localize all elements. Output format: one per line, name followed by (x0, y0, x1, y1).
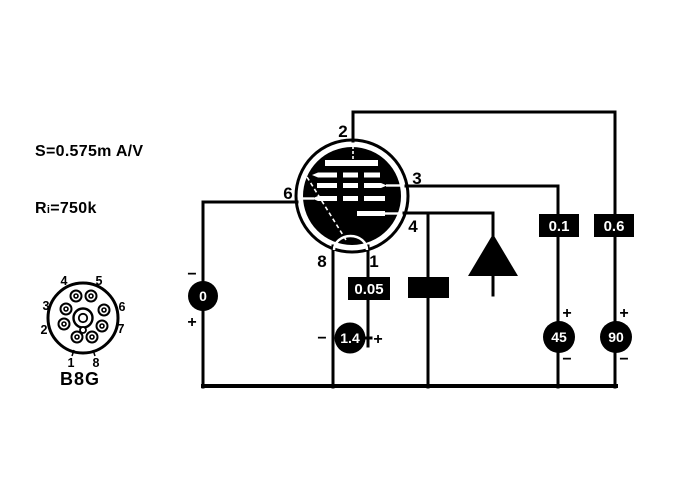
grid-dash (312, 172, 337, 178)
socket-label-1: 1 (68, 356, 75, 370)
socket-key-notch (79, 326, 87, 334)
bias-voltage-value: 1.4 (340, 330, 360, 346)
screen-supply-wire (404, 184, 560, 389)
socket-label-4: 4 (61, 274, 68, 288)
screen-voltage-circle (543, 321, 575, 353)
voltage-sources: 0 − + 1.4 − + 45 + − 90 + − (187, 266, 632, 368)
socket-center-pin (77, 312, 89, 324)
circuit-wires (201, 110, 618, 389)
bias-voltage-circle (334, 322, 366, 354)
grid-dash (343, 183, 358, 188)
pin-label-3: 3 (412, 169, 421, 188)
tube-parameters: S=0.575m A/V Ri=750k (35, 104, 143, 258)
socket-pins (57, 289, 111, 344)
socket-leader-1 (71, 349, 75, 357)
grid-dash (343, 172, 358, 178)
grid-current-box (348, 277, 390, 300)
socket-label-5: 5 (96, 274, 103, 288)
grid-dash (317, 183, 337, 188)
bias-sign-right: + (373, 331, 382, 348)
grid-dash (364, 196, 385, 201)
screen-current-value: 0.1 (549, 218, 570, 235)
meter-boxes: 0.05 0.1 0.6 (348, 214, 634, 300)
socket-caption: B8G (60, 369, 100, 389)
anode-voltage-value: 90 (608, 329, 624, 345)
grid-voltage-value: 0 (199, 288, 207, 304)
socket-label-3: 3 (43, 299, 50, 313)
internal-tie-lead (306, 176, 347, 241)
screen-sign-bottom: − (562, 351, 571, 368)
pin-label-6: 6 (283, 184, 292, 203)
grid-dash (357, 211, 385, 216)
transconductance-text: S=0.575m A/V (35, 143, 144, 160)
socket-label-8: 8 (93, 356, 100, 370)
socket-pin-labels: 4 5 3 6 2 7 1 8 (41, 274, 126, 370)
anode-current-value: 0.6 (604, 218, 625, 235)
cathode-arch (332, 234, 369, 251)
pin-label-8: 8 (317, 252, 326, 271)
anode-voltage-circle (600, 321, 632, 353)
grid-sign-bottom: + (187, 314, 196, 331)
pin-label-2: 2 (338, 122, 347, 141)
blank-component-box (408, 277, 449, 298)
pin-label-1: 1 (369, 252, 378, 271)
screen-current-box (539, 214, 579, 237)
grid-sign-top: − (187, 266, 196, 283)
signal-arrow-icon (468, 234, 518, 276)
socket-diagram: 4 5 3 6 2 7 1 8 B8G (41, 274, 126, 389)
socket-outline (46, 281, 120, 355)
tube-pin-labels: 2 6 3 4 8 1 (283, 122, 421, 271)
grid-dash (364, 183, 387, 188)
screen-voltage-value: 45 (551, 329, 567, 345)
bias-sign-left: − (317, 330, 326, 347)
anode-current-box (594, 214, 634, 237)
screen-sign-top: + (562, 305, 571, 322)
socket-label-7: 7 (118, 322, 125, 336)
socket-center-spigot (72, 307, 94, 329)
internal-resistance-text: Ri=750k (35, 200, 97, 217)
socket-label-6: 6 (119, 300, 126, 314)
tube-electrodes (302, 147, 402, 251)
grid-dash (364, 172, 380, 178)
grid-current-value: 0.05 (354, 281, 383, 298)
anode-sign-bottom: − (619, 351, 628, 368)
anode-plate (325, 160, 378, 166)
anode-sign-top: + (619, 305, 628, 322)
socket-label-2: 2 (41, 323, 48, 337)
grid-dash (312, 196, 337, 201)
grid-voltage-circle (188, 281, 218, 311)
subscript-i: i (46, 204, 51, 216)
anode-supply-wire (351, 110, 617, 389)
pin-label-4: 4 (408, 217, 418, 236)
grid-wire (201, 200, 299, 389)
grid-dash (343, 196, 358, 201)
socket-leader-8 (92, 349, 96, 357)
